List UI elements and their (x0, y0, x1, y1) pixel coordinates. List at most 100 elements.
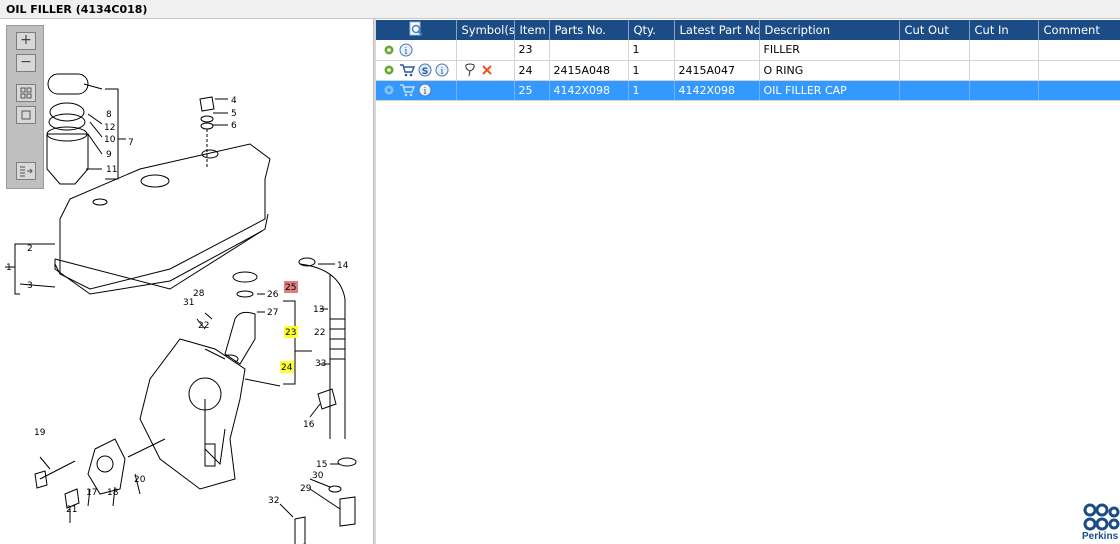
parts-list-pane: Symbol(s) Item Parts No. Qty. Latest Par… (376, 19, 1120, 544)
fit-page-button[interactable] (16, 106, 36, 124)
callout-17[interactable]: 17 (86, 488, 97, 498)
callout-3[interactable]: 3 (27, 281, 33, 291)
callout-10[interactable]: 10 (104, 135, 116, 145)
search-document-icon (409, 21, 423, 36)
brand-name: Perkins (1082, 531, 1119, 542)
cell-description: FILLER (759, 40, 900, 61)
close-icon[interactable] (480, 63, 494, 77)
s-badge-icon[interactable]: S (418, 63, 432, 77)
callout-15[interactable]: 15 (316, 460, 327, 470)
cart-icon[interactable] (399, 83, 415, 97)
callout-31[interactable]: 31 (183, 298, 194, 308)
callout-11[interactable]: 11 (106, 165, 117, 175)
callout-24[interactable]: 24 (281, 363, 293, 373)
callout-19[interactable]: 19 (34, 428, 46, 438)
illustration-pane[interactable]: 8 12 10 7 9 11 4 5 6 2 1 3 14 13 33 16 1… (0, 19, 374, 544)
column-header-comment[interactable]: Comment (1038, 20, 1120, 40)
callout-27[interactable]: 27 (267, 308, 278, 318)
cell-description: O RING (759, 60, 900, 81)
cell-cut-in (969, 60, 1039, 81)
callout-2[interactable]: 2 (27, 244, 33, 254)
callout-12[interactable]: 12 (104, 123, 115, 133)
gear-icon[interactable] (382, 63, 396, 77)
cell-comment (1038, 80, 1120, 101)
column-header-latest-part-no[interactable]: Latest Part No. (674, 20, 760, 40)
gear-icon[interactable] (382, 43, 396, 57)
callout-26[interactable]: 26 (267, 290, 279, 300)
callout-16[interactable]: 16 (303, 420, 315, 430)
column-header-qty[interactable]: Qty. (628, 20, 675, 40)
callout-18[interactable]: 18 (107, 488, 119, 498)
callout-30[interactable]: 30 (312, 471, 324, 481)
callout-8[interactable]: 8 (106, 110, 112, 120)
column-header-icons[interactable] (376, 20, 457, 40)
perkins-logo (1083, 503, 1120, 531)
column-header-description[interactable]: Description (759, 20, 900, 40)
svg-text:i: i (405, 47, 408, 57)
callout-4[interactable]: 4 (231, 96, 237, 106)
column-header-cut-in[interactable]: Cut In (969, 20, 1039, 40)
callout-14[interactable]: 14 (337, 261, 349, 271)
callout-5[interactable]: 5 (231, 109, 237, 119)
callout-21[interactable]: 21 (66, 505, 77, 515)
callout-6[interactable]: 6 (231, 121, 237, 131)
cell-symbols (456, 40, 515, 61)
callout-22a[interactable]: 22 (198, 321, 209, 331)
cell-qty: 1 (628, 40, 675, 61)
list-export-button[interactable] (16, 162, 36, 180)
gear-icon[interactable] (382, 83, 396, 97)
cell-qty: 1 (628, 60, 675, 81)
cell-cut-in (969, 40, 1039, 61)
callout-13[interactable]: 13 (313, 305, 324, 315)
table-header: Symbol(s) Item Parts No. Qty. Latest Par… (376, 20, 1120, 40)
callout-9[interactable]: 9 (106, 150, 112, 160)
svg-text:S: S (422, 67, 428, 77)
pane-splitter[interactable] (374, 19, 376, 544)
cart-icon[interactable] (399, 63, 415, 77)
cell-parts-no (549, 40, 629, 61)
callout-22b[interactable]: 22 (314, 328, 325, 338)
callout-23[interactable]: 23 (285, 328, 296, 338)
grid-icon (20, 87, 32, 99)
column-header-parts-no[interactable]: Parts No. (549, 20, 629, 40)
svg-text:i: i (424, 87, 427, 97)
table-row-selected[interactable]: i 25 4142X098 1 4142X098 OIL FILLER CAP (376, 80, 1120, 101)
callout-20[interactable]: 20 (134, 475, 146, 485)
cell-item: 24 (514, 60, 550, 81)
parts-table: Symbol(s) Item Parts No. Qty. Latest Par… (376, 20, 1120, 101)
column-header-symbols[interactable]: Symbol(s) (456, 20, 515, 40)
cell-qty: 1 (628, 80, 675, 101)
cell-cut-out (899, 80, 970, 101)
callout-32[interactable]: 32 (268, 496, 279, 506)
column-header-item[interactable]: Item (514, 20, 550, 40)
cell-latest-part-no: 2415A047 (674, 60, 760, 81)
info-icon[interactable]: i (418, 83, 432, 97)
cell-comment (1038, 40, 1120, 61)
callout-33[interactable]: 33 (315, 359, 326, 369)
callout-25[interactable]: 25 (285, 283, 296, 293)
cell-parts-no: 4142X098 (549, 80, 629, 101)
info-icon[interactable]: i (399, 43, 413, 57)
info-icon[interactable]: i (435, 63, 449, 77)
table-row[interactable]: i 23 1 FILLER (376, 40, 1120, 61)
callout-1[interactable]: 1 (6, 263, 12, 273)
zoom-out-button[interactable]: − (16, 54, 36, 72)
exploded-parts-diagram[interactable]: 8 12 10 7 9 11 4 5 6 2 1 3 14 13 33 16 1… (0, 19, 374, 544)
cell-symbols (456, 80, 515, 101)
fit-grid-button[interactable] (16, 84, 36, 102)
column-header-cut-out[interactable]: Cut Out (899, 20, 970, 40)
zoom-in-button[interactable]: + (16, 32, 36, 50)
cell-item: 25 (514, 80, 550, 101)
cell-latest-part-no: 4142X098 (674, 80, 760, 101)
table-row[interactable]: S i 24 2415A048 1 2415A047 O RING (376, 60, 1120, 81)
cell-cut-out (899, 40, 970, 61)
callout-28[interactable]: 28 (193, 289, 205, 299)
cell-cut-out (899, 60, 970, 81)
window-title: OIL FILLER (4134C018) (6, 3, 148, 16)
cell-description: OIL FILLER CAP (759, 80, 900, 101)
pin-icon[interactable] (463, 63, 477, 77)
callout-29[interactable]: 29 (300, 484, 312, 494)
title-bar: OIL FILLER (4134C018) (0, 0, 1120, 19)
svg-text:i: i (441, 67, 444, 77)
callout-7[interactable]: 7 (128, 138, 134, 148)
